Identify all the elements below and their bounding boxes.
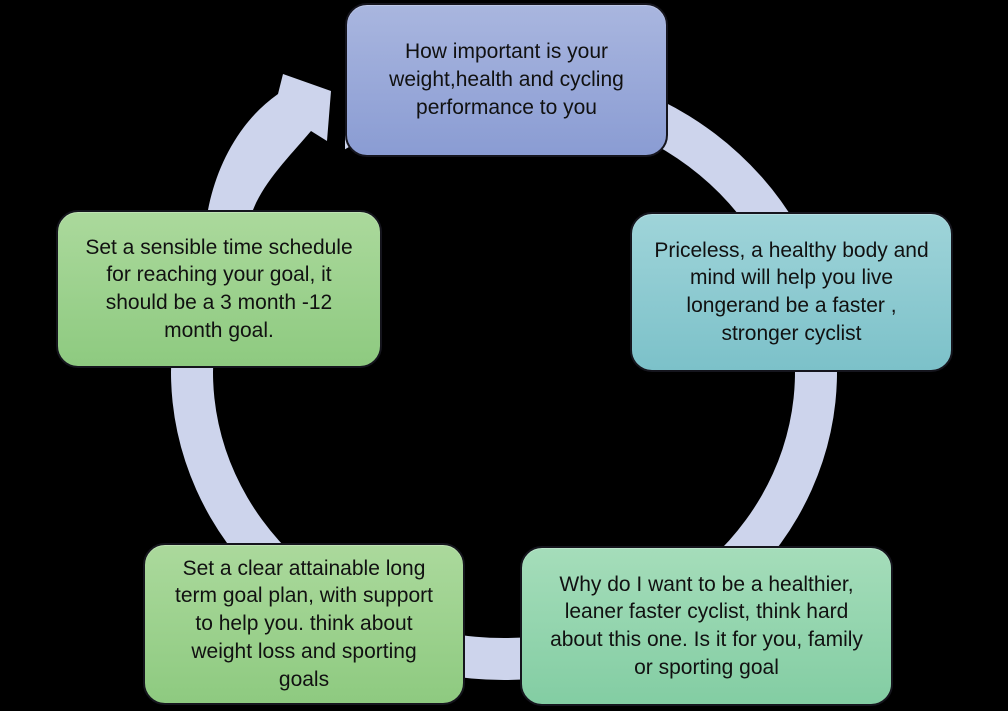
node-why: Why do I want to be a healthier, leaner … [520,546,893,706]
node-priceless-text: Priceless, a healthy body and mind will … [654,238,929,345]
node-importance-text: How important is your weight,health and … [389,40,624,119]
node-schedule: Set a sensible time schedule for reachin… [56,210,382,368]
node-goal-plan: Set a clear attainable long term goal pl… [143,543,465,705]
node-importance: How important is your weight,health and … [345,3,668,157]
node-schedule-text: Set a sensible time schedule for reachin… [85,235,353,342]
cycle-arrowhead [208,74,331,210]
node-goal-plan-text: Set a clear attainable long term goal pl… [175,556,433,691]
node-priceless: Priceless, a healthy body and mind will … [630,212,953,372]
node-why-text: Why do I want to be a healthier, leaner … [550,572,863,679]
